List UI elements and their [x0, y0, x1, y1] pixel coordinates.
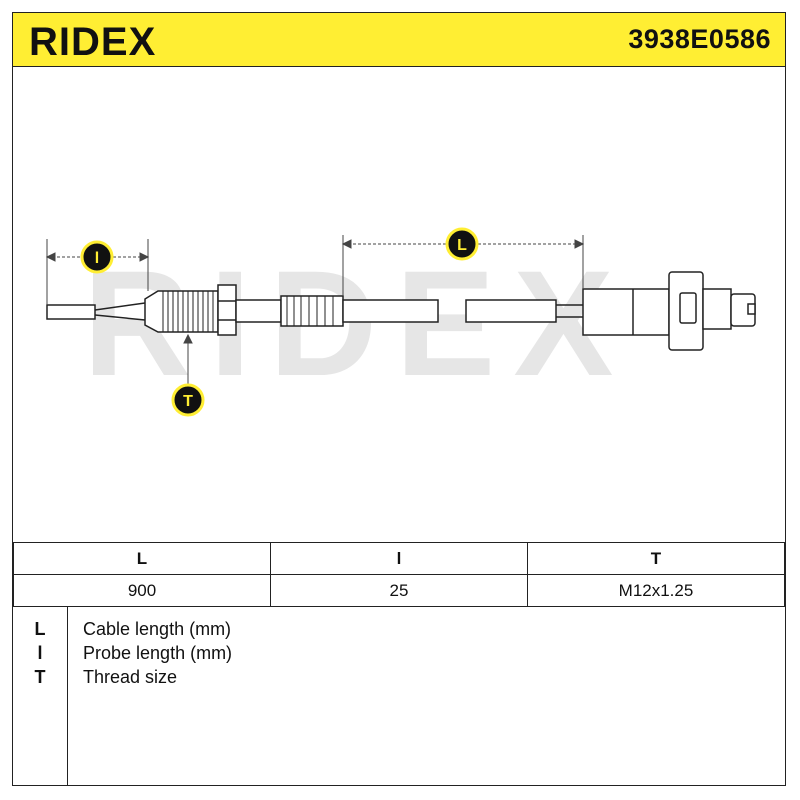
page-frame	[12, 12, 786, 786]
connector-housing	[582, 288, 670, 336]
threaded-body	[144, 290, 219, 333]
ridex-logo: RIDEX	[29, 20, 156, 61]
part-number: 3938E0586	[628, 24, 771, 54]
table-value-row: 900 25 M12x1.25	[13, 574, 785, 607]
thread-label-badge: T	[171, 383, 205, 417]
legend-text: Probe length (mm)	[83, 643, 233, 663]
cable-segment-2	[465, 299, 557, 323]
connector-plug	[702, 288, 732, 330]
probe-wire-top	[94, 302, 146, 311]
probe-label: l	[95, 250, 99, 267]
probe-label-badge: l	[80, 240, 114, 274]
crimp-section	[280, 295, 344, 327]
legend: L Cable length (mm) l Probe length (mm) …	[13, 607, 785, 785]
sleeve	[235, 299, 282, 323]
hex-nut	[217, 284, 237, 336]
probe-dimension	[45, 239, 150, 305]
value-probe-length: 25	[270, 574, 528, 607]
legend-item: T Thread size	[13, 667, 785, 691]
header-thread-size: T	[527, 542, 785, 575]
legend-text: Cable length (mm)	[83, 619, 232, 639]
probe-wire-bottom	[94, 314, 146, 321]
logo-text: RIDEX	[29, 20, 156, 61]
thread-lines	[162, 291, 214, 332]
dimensions-table: L l T 900 25 M12x1.25	[13, 542, 785, 607]
sensor-outline	[46, 271, 756, 351]
legend-key: T	[34, 667, 46, 687]
thread-label: T	[183, 393, 193, 410]
cable-segment-1	[342, 299, 439, 323]
thread-pointer	[183, 333, 193, 385]
header-cable-length: L	[13, 542, 271, 575]
legend-key: l	[37, 643, 43, 663]
legend-item: l Probe length (mm)	[13, 643, 785, 667]
cable-label: L	[457, 237, 467, 254]
value-cable-length: 900	[13, 574, 271, 607]
legend-text: Thread size	[83, 667, 178, 687]
table-header-row: L l T	[13, 542, 785, 575]
cable-dimension	[341, 235, 585, 296]
probe-tip	[46, 304, 96, 320]
cable-label-badge: L	[445, 227, 479, 261]
header-probe-length: l	[270, 542, 528, 575]
header-bar: RIDEX 3938E0586	[13, 13, 785, 67]
legend-item: L Cable length (mm)	[13, 619, 785, 643]
value-thread-size: M12x1.25	[527, 574, 785, 607]
legend-key: L	[34, 619, 46, 639]
technical-drawing: RIDEX	[45, 227, 756, 417]
legend-divider	[67, 607, 68, 785]
